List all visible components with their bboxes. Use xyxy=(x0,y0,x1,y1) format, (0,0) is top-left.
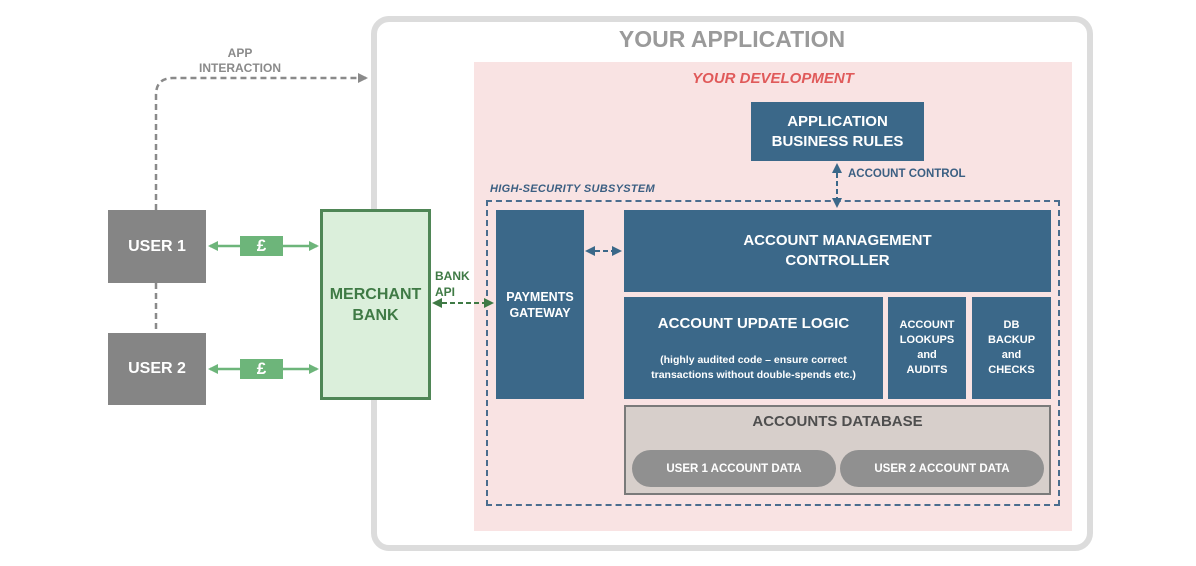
bank-api-line2: API xyxy=(435,285,456,299)
merchant-bank-box: MERCHANT BANK xyxy=(320,209,431,400)
app-interaction-line1: APP xyxy=(227,46,253,60)
bank-api-label: BANK API xyxy=(435,268,470,300)
account-update-note-line1: (highly audited code – ensure correct xyxy=(660,354,847,366)
user-1-account-data: USER 1 ACCOUNT DATA xyxy=(632,450,836,487)
bank-api-line1: BANK xyxy=(435,269,470,283)
user-2-label: USER 2 xyxy=(128,360,186,377)
account-lookups-box: ACCOUNT LOOKUPS and AUDITS xyxy=(888,297,966,399)
pound-symbol: £ xyxy=(256,359,267,378)
payments-gateway-box: PAYMENTS GATEWAY xyxy=(496,210,584,399)
db-backup-line3: and xyxy=(1001,349,1022,361)
business-rules-line2: BUSINESS RULES xyxy=(771,132,904,150)
account-update-logic-box: ACCOUNT UPDATE LOGIC (highly audited cod… xyxy=(624,297,883,399)
business-rules-line1: APPLICATION xyxy=(787,112,888,130)
app-interaction-arrow xyxy=(154,73,368,210)
pound-badge-1: £ xyxy=(240,236,283,256)
business-rules-box: APPLICATION BUSINESS RULES xyxy=(751,102,924,161)
account-update-note: (highly audited code – ensure correct tr… xyxy=(624,353,883,383)
lookups-line2: LOOKUPS xyxy=(899,334,955,346)
account-update-title: ACCOUNT UPDATE LOGIC xyxy=(657,315,850,332)
pound-symbol: £ xyxy=(256,236,267,255)
account-management-line1: ACCOUNT MANAGEMENT xyxy=(743,232,932,249)
user-2-account-data: USER 2 ACCOUNT DATA xyxy=(840,450,1044,487)
account-management-controller-box: ACCOUNT MANAGEMENT CONTROLLER xyxy=(624,210,1051,292)
db-backup-box: DB BACKUP and CHECKS xyxy=(972,297,1051,399)
db-backup-line2: BACKUP xyxy=(987,334,1036,346)
user-1-account-data-label: USER 1 ACCOUNT DATA xyxy=(666,462,802,475)
pound-badge-2: £ xyxy=(240,359,283,379)
user-2-account-data-label: USER 2 ACCOUNT DATA xyxy=(874,462,1010,475)
lookups-line3: and xyxy=(917,349,937,361)
lookups-line1: ACCOUNT xyxy=(899,319,955,331)
account-control-label: ACCOUNT CONTROL xyxy=(848,168,966,180)
app-interaction-label: APP INTERACTION xyxy=(190,45,290,77)
account-management-line2: CONTROLLER xyxy=(785,252,890,269)
lookups-line4: AUDITS xyxy=(906,364,948,376)
app-interaction-line2: INTERACTION xyxy=(199,61,281,75)
application-title: YOUR APPLICATION xyxy=(618,26,846,52)
high-security-title: HIGH-SECURITY SUBSYSTEM xyxy=(490,183,655,195)
merchant-bank-line2: BANK xyxy=(352,306,399,324)
db-backup-line4: CHECKS xyxy=(988,364,1035,376)
merchant-bank-line1: MERCHANT xyxy=(329,285,422,303)
user-1-label: USER 1 xyxy=(128,237,186,255)
db-backup-line1: DB xyxy=(1003,319,1020,331)
account-update-note-line2: transactions without double-spends etc.) xyxy=(651,369,856,381)
user-2-box: USER 2 xyxy=(108,333,206,405)
user-1-box: USER 1 xyxy=(108,210,206,283)
accounts-database-title: ACCOUNTS DATABASE xyxy=(752,413,923,430)
development-title: YOUR DEVELOPMENT xyxy=(692,70,854,87)
high-security-subsystem xyxy=(486,200,1060,506)
payments-gateway-line1: PAYMENTS xyxy=(506,289,574,304)
payments-gateway-line2: GATEWAY xyxy=(509,305,571,320)
